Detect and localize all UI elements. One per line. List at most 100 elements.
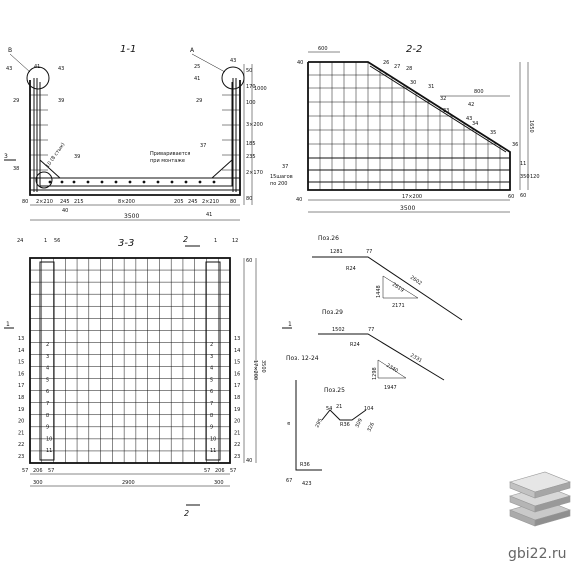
row-label-right: 22 [234, 442, 240, 448]
pos29-title: Поз.29 [322, 309, 343, 316]
callout-a: А [190, 47, 195, 54]
side-grid-horizontals [308, 74, 510, 183]
slab-dots [48, 180, 216, 184]
row-label-left: 14 [18, 348, 24, 354]
plan-dim-17x200: 17×200 [252, 360, 258, 380]
section-2-2: 2-2 40 600 800 26 27 28 [270, 44, 540, 213]
label-40: 40 [62, 208, 68, 214]
arrow-2-top: 2 [183, 235, 188, 244]
row-label-left: 20 [18, 419, 24, 425]
inner-label-left: 9 [46, 425, 49, 431]
dim-2-60: 60 [520, 193, 526, 199]
pos25-e: 309 [354, 418, 363, 429]
plan-label-24: 24 [17, 238, 23, 244]
row-label-left: 22 [18, 442, 24, 448]
pos12-24-height: a [286, 422, 292, 425]
inner-label-left: 3 [46, 354, 49, 360]
left-edge-column [39, 261, 55, 461]
row-label-left: 15 [18, 360, 24, 366]
pos25-c: 295 [314, 418, 323, 429]
row-label-left: 13 [18, 336, 24, 342]
slope-bar [369, 65, 507, 153]
pos25-radius: R36 [340, 422, 350, 428]
inner-label-right: 7 [210, 401, 213, 407]
pos26-dx: 2619 [391, 282, 405, 294]
callout-34: 34 [472, 121, 478, 127]
pos25-b: 21 [336, 404, 342, 410]
callout-42: 42 [468, 102, 474, 108]
detail-circle-b [26, 66, 50, 90]
watermark-text: gbi22.ru [508, 546, 567, 562]
row-label-right: 17 [234, 383, 240, 389]
right-haunch [211, 159, 233, 179]
dim-b-245-r: 245 [188, 199, 198, 205]
pos29-radius: R24 [350, 342, 360, 348]
plan-b-300-left: 300 [33, 480, 43, 486]
dim-b-245: 245 [60, 199, 70, 205]
dim-2-600: 600 [318, 46, 328, 52]
inner-label-right: 3 [210, 354, 213, 360]
plan-b-57-1: 57 [22, 468, 28, 474]
row-label-right: 23 [234, 454, 240, 460]
dim-b-205: 205 [174, 199, 184, 205]
label-41-bottom: 41 [206, 212, 212, 218]
inner-label-right: 6 [210, 389, 213, 395]
section-mark-3: 3 [4, 153, 8, 160]
pos26-base: 2171 [392, 303, 405, 309]
dim-b-80-r: 80 [230, 199, 236, 205]
label-39-left: 39 [58, 98, 64, 104]
row-label-right: 18 [234, 395, 240, 401]
dim-2-40: 40 [297, 60, 303, 66]
row-label-left: 16 [18, 371, 24, 377]
row-label-left: 18 [18, 395, 24, 401]
plan-label-1-right: 1 [214, 238, 217, 244]
weld-note-line2: при монтаже [150, 158, 185, 164]
detail-pos29: Поз.29 1502 77 R24 2331 2340 1298 1947 [318, 309, 445, 391]
arrow-2-bottom: 2 [184, 509, 189, 518]
left-note-1: 15шагов [270, 174, 293, 180]
inner-label-left: 7 [46, 401, 49, 407]
plan-contour [29, 257, 231, 464]
label-43-left: 43 [6, 66, 12, 72]
callout-27: 27 [394, 64, 400, 70]
pos12-24-angle: 67 [286, 478, 292, 484]
dim-r-100: 100 [246, 100, 256, 106]
u-inner [39, 82, 233, 187]
row-label-right: 19 [234, 407, 240, 413]
detail-pos25: Поз.25 54 21 R36 295 104 309 326 [314, 387, 375, 433]
row-label-right: 14 [234, 348, 240, 354]
pos26-radius: R24 [346, 266, 356, 272]
pos29-slope: 2331 [409, 353, 423, 365]
inner-label-right: 2 [210, 342, 213, 348]
dim-b-215: 215 [74, 199, 84, 205]
plan-b-206-2: 206 [215, 468, 225, 474]
section-1-1: 1-1 [4, 44, 267, 221]
row-label-right: 16 [234, 371, 240, 377]
inner-label-left: 11 [46, 448, 52, 454]
dim-2-1650: 1650 [528, 120, 534, 133]
section-3-3: 3-3 2 24 1 56 1 12 131415161718192021222… [4, 235, 292, 518]
inner-label-left: 5 [46, 377, 49, 383]
dim-total-3500: 3500 [124, 213, 139, 220]
pos12-24-radius: R36 [300, 462, 310, 468]
plan-b-2900: 2900 [122, 480, 135, 486]
callout-43: 43 [466, 116, 472, 122]
dim-2-b-40: 40 [296, 197, 302, 203]
inner-label-right: 4 [210, 366, 213, 372]
dim-2-11: 11 [520, 161, 526, 167]
pos29-base: 1947 [384, 385, 397, 391]
section-3-3-title: 3-3 [118, 238, 134, 249]
dim-2-b-60: 60 [508, 194, 514, 200]
label-41-left: 41 [34, 64, 40, 70]
pos26-corner: 77 [366, 249, 372, 255]
plan-b-206-1: 206 [33, 468, 43, 474]
plan-label-12: 12 [232, 238, 238, 244]
pos29-top: 1502 [332, 327, 345, 333]
dim-r-80: 80 [246, 196, 252, 202]
watermark: gbi22.ru [508, 471, 571, 562]
dim-r-185: 185 [246, 141, 256, 147]
callout-26: 26 [383, 60, 389, 66]
